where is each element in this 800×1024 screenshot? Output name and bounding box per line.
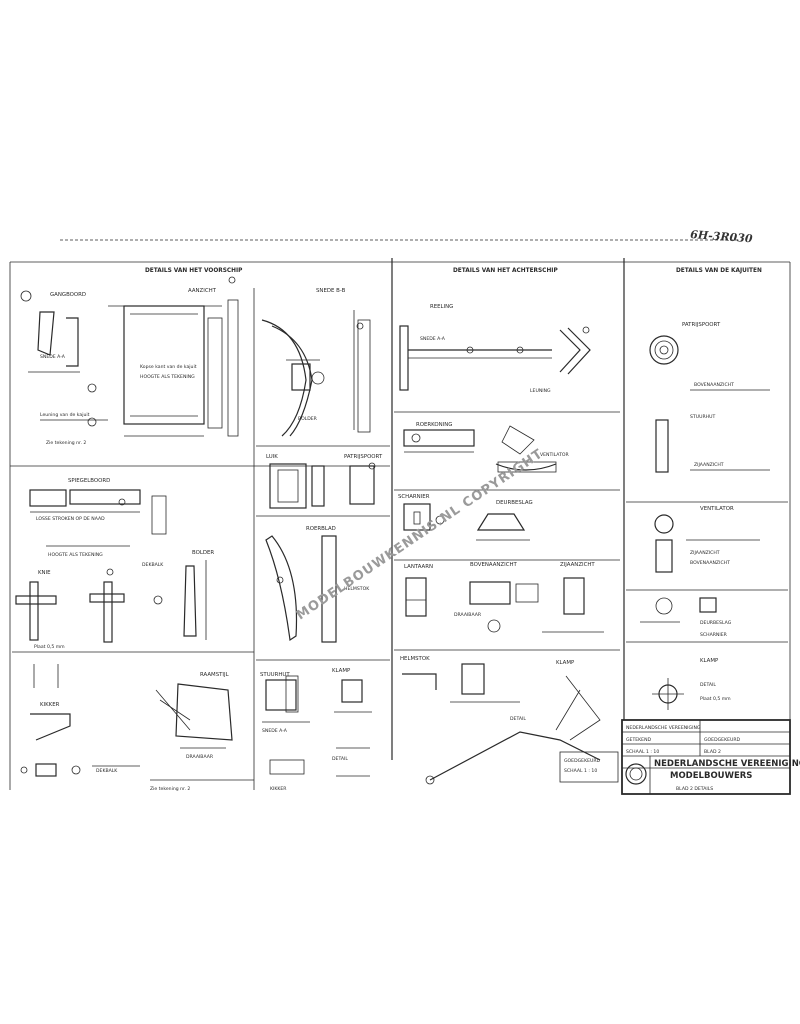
svg-text:DETAIL: DETAIL [510,716,526,722]
svg-text:HELMSTOK: HELMSTOK [344,586,370,592]
svg-text:SNEDE A-A: SNEDE A-A [420,336,446,342]
svg-text:HOOGTE ALS TEKENING: HOOGTE ALS TEKENING [140,374,195,380]
stamp-box: GOEDGEKEURD SCHAAL 1 : 10 [559,751,619,783]
svg-text:HELMSTOK: HELMSTOK [400,656,430,662]
svg-text:RAAMSTIJL: RAAMSTIJL [200,672,229,678]
svg-text:BOVENAANZICHT: BOVENAANZICHT [690,560,730,566]
detail-kajuit-front: AANZICHT Kopse kant van de kajuit HOOGTE… [40,276,239,446]
detail-helmstok: HELMSTOK KLAMP DETAIL [400,656,601,785]
detail-roerblad: ROERBLAD HELMSTOK [265,526,370,643]
svg-text:BLAD 2: BLAD 2 [704,749,721,755]
detail-bolder: BOLDER DEKBALK [142,550,214,640]
svg-text:Kopse kant van de kajuit: Kopse kant van de kajuit [140,364,197,370]
heading-achterschip: DETAILS VAN HET ACHTERSCHIP [453,268,558,274]
svg-text:GETEKEND: GETEKEND [626,737,652,743]
svg-text:GOEDGEKEURD: GOEDGEKEURD [564,758,601,764]
svg-text:PATRIJSPOORT: PATRIJSPOORT [682,322,721,328]
svg-text:Zie tekening nr. 2: Zie tekening nr. 2 [46,440,86,446]
svg-text:SCHAAL 1 : 10: SCHAAL 1 : 10 [626,749,659,755]
svg-text:VENTILATOR: VENTILATOR [540,452,570,458]
svg-text:NEDERLANDSCHE VEREENIGING: NEDERLANDSCHE VEREENIGING [654,759,800,769]
svg-text:DRAAIBAAR: DRAAIBAAR [454,612,482,618]
detail-knie: KNIE Plaat 0,5 mm [15,568,125,688]
svg-text:DEKBALK: DEKBALK [96,768,118,774]
detail-klamp-right: KLAMP DETAIL Plaat 0,5 mm [652,658,731,710]
svg-text:VENTILATOR: VENTILATOR [700,506,734,512]
svg-text:MODELBOUWERS: MODELBOUWERS [670,771,752,781]
detail-stuurhut: STUURHUT SNEDE A-A KLAMP DETAIL KIKKER [260,668,372,792]
svg-text:LANTAARN: LANTAARN [404,564,433,570]
svg-text:REELING: REELING [430,304,453,310]
svg-text:PATRIJSPOORT: PATRIJSPOORT [344,454,383,460]
sheet-frame [9,239,791,790]
svg-text:ZIJAANZICHT: ZIJAANZICHT [560,562,595,568]
detail-patrijspoort: PATRIJSPOORT BOVENAANZICHT STUURHUT ZIJA… [649,322,770,473]
svg-text:SPIEGELBOORD: SPIEGELBOORD [68,478,110,484]
watermark: MODELBOUWKENNIS.NL COPYRIGHT [294,446,546,623]
detail-scharnier: SCHARNIER DEURBESLAG [398,494,533,541]
svg-text:LOSSE STROKEN OP DE NAAD: LOSSE STROKEN OP DE NAAD [36,516,105,522]
svg-text:STUURHUT: STUURHUT [260,672,290,678]
svg-text:Plaat 0,5 mm: Plaat 0,5 mm [700,696,731,702]
detail-lantaarn: LANTAARN BOVENAANZICHT ZIJAANZICHT DRAAI… [404,562,604,633]
svg-text:ZIJAANZICHT: ZIJAANZICHT [690,550,720,556]
svg-text:AANZICHT: AANZICHT [188,288,217,294]
svg-text:BOVENAANZICHT: BOVENAANZICHT [694,382,734,388]
detail-deurbeslag: DEURBESLAG SCHARNIER [640,597,732,638]
svg-text:NEDERLANDSCHE VEREENIGING: NEDERLANDSCHE VEREENIGING [626,725,701,731]
svg-text:GOEDGEKEURD: GOEDGEKEURD [704,737,741,743]
svg-text:BOVENAANZICHT: BOVENAANZICHT [470,562,518,568]
svg-text:SCHARNIER: SCHARNIER [398,494,430,500]
detail-spiegelboord: SPIEGELBOORD LOSSE STROKEN OP DE NAAD HO… [29,478,167,558]
svg-text:KIKKER: KIKKER [270,786,287,792]
detail-luik: LUIK PATRIJSPOORT [266,454,383,509]
svg-text:DETAIL: DETAIL [700,682,716,688]
svg-text:ROERKONING: ROERKONING [416,422,452,428]
svg-text:KIKKER: KIKKER [40,702,60,708]
svg-text:LUIK: LUIK [266,454,278,460]
detail-raamstijl: RAAMSTIJL DRAAIBAAR Zie tekening nr. 2 [150,672,254,792]
svg-text:HOOGTE ALS TEKENING: HOOGTE ALS TEKENING [48,552,103,558]
svg-text:Leuning van de kajuit: Leuning van de kajuit [40,412,90,418]
svg-text:BOLDER: BOLDER [298,416,318,422]
svg-text:ROERBLAD: ROERBLAD [306,526,336,532]
svg-text:Zie tekening nr. 2: Zie tekening nr. 2 [150,786,190,792]
detail-reeling: REELING LEUNING SNEDE A-A [399,304,591,394]
svg-text:GANGBOORD: GANGBOORD [50,292,86,298]
heading-kajuiten: DETAILS VAN DE KAJUITEN [676,268,762,274]
svg-text:SNEDE A-A: SNEDE A-A [40,354,66,360]
svg-text:BOLDER: BOLDER [192,550,214,556]
detail-roerkoning: ROERKONING VENTILATOR [403,422,570,473]
svg-text:KNIE: KNIE [38,570,51,576]
svg-text:Plaat 0,5 mm: Plaat 0,5 mm [34,644,65,650]
svg-text:KLAMP: KLAMP [700,658,719,664]
svg-text:ZIJAANZICHT: ZIJAANZICHT [694,462,724,468]
svg-text:SCHARNIER: SCHARNIER [700,632,728,638]
svg-text:DETAIL: DETAIL [332,756,348,762]
svg-text:STUURHUT: STUURHUT [690,414,715,420]
svg-text:DEKBALK: DEKBALK [142,562,164,568]
detail-gangboord: GANGBOORD SNEDE A-A [20,290,97,393]
svg-text:KLAMP: KLAMP [332,668,351,674]
svg-text:DEURBESLAG: DEURBESLAG [700,620,732,626]
detail-voorsteven: SNEDE B-B BOLDER [261,288,371,437]
svg-text:KLAMP: KLAMP [556,660,575,666]
svg-text:DEURBESLAG: DEURBESLAG [496,500,533,506]
detail-kikker: KIKKER DEKBALK [20,702,140,777]
detail-ventilator: VENTILATOR ZIJAANZICHT BOVENAANZICHT [654,506,760,573]
svg-text:SNEDE B-B: SNEDE B-B [316,288,346,294]
svg-text:SNEDE A-A: SNEDE A-A [262,728,288,734]
svg-text:DRAAIBAAR: DRAAIBAAR [186,754,214,760]
svg-text:LEUNING: LEUNING [530,388,551,394]
svg-text:SCHAAL 1 : 10: SCHAAL 1 : 10 [564,768,597,774]
svg-text:BLAD 2 DETAILS: BLAD 2 DETAILS [676,786,713,792]
title-block: NEDERLANDSCHE VEREENIGING GETEKEND SCHAA… [621,719,800,795]
handwritten-reference: 6H-3R030 [690,228,753,245]
heading-voorschip: DETAILS VAN HET VOORSCHIP [145,268,243,274]
